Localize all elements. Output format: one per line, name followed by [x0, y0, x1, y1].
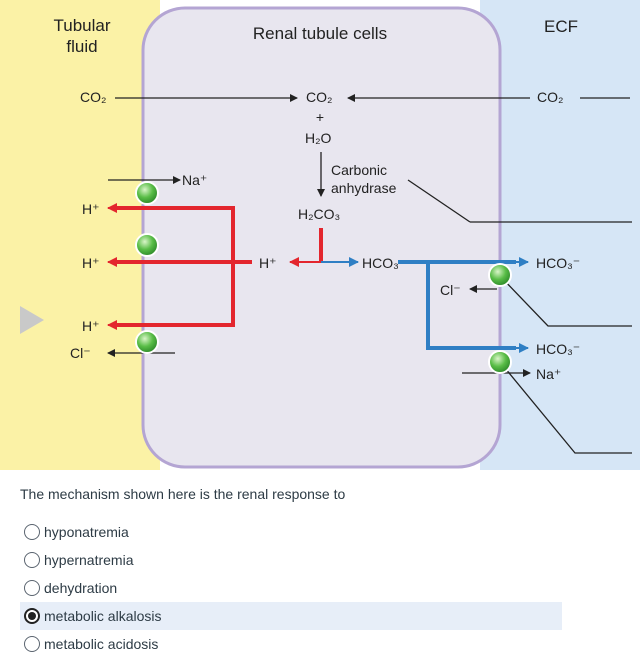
h2co3-label: H₂CO₃ [298, 206, 340, 222]
ecf-label: ECF [544, 17, 578, 36]
renal-cells-label: Renal tubule cells [253, 24, 387, 43]
hco3-ecf-label-2: HCO₃⁻ [536, 341, 580, 357]
option-metabolic-alkalosis[interactable]: metabolic alkalosis [20, 602, 562, 630]
enzyme-pointer-line [407, 179, 471, 223]
ecf-pointer-line-1 [499, 275, 632, 327]
transporter-na-h [135, 181, 159, 205]
triangle-pointer-icon [20, 306, 44, 334]
plus-sign: + [316, 109, 324, 125]
option-hypernatremia[interactable]: hypernatremia [20, 546, 562, 574]
hco3-ecf-label-1: HCO₃⁻ [536, 255, 580, 271]
co2-lumen-label: CO₂ [80, 89, 106, 105]
radio-button[interactable] [24, 524, 40, 540]
ecf-region [480, 0, 640, 470]
option-label: metabolic alkalosis [44, 608, 162, 624]
answer-options: hyponatremia hypernatremia dehydration m… [20, 518, 562, 658]
option-label: hyponatremia [44, 524, 129, 540]
option-hyponatremia[interactable]: hyponatremia [20, 518, 562, 546]
transporter-na-hco3 [488, 350, 512, 374]
h-plus-lumen-label-1: H⁺ [82, 201, 100, 217]
transporter-h-cl [135, 330, 159, 354]
tubular-fluid-region [0, 0, 160, 470]
transporter-cl-hco3 [488, 263, 512, 287]
h-plus-lumen-label-3: H⁺ [82, 318, 100, 334]
radio-button[interactable] [24, 636, 40, 652]
cl-minus-lumen-label: Cl⁻ [70, 345, 91, 361]
hco3-cell-label: HCO₃⁻ [362, 255, 406, 271]
ecf-pointer-line-2 [499, 361, 632, 454]
radio-button[interactable] [24, 608, 40, 624]
na-plus-ecf-label: Na⁺ [536, 366, 561, 382]
option-label: dehydration [44, 580, 118, 596]
h-plus-cell-label: H⁺ [259, 255, 277, 271]
hco3-network [398, 260, 516, 350]
h2o-label: H₂O [305, 130, 332, 146]
co2-ecf-label: CO₂ [537, 89, 563, 105]
option-label: metabolic acidosis [44, 636, 159, 652]
option-dehydration[interactable]: dehydration [20, 574, 562, 602]
radio-button[interactable] [24, 552, 40, 568]
na-plus-apical-label: Na⁺ [182, 172, 207, 188]
cl-minus-cell-label: Cl⁻ [440, 282, 461, 298]
h-plus-lumen-label-2: H⁺ [82, 255, 100, 271]
question-text: The mechanism shown here is the renal re… [20, 486, 346, 502]
transporter-h-pump [135, 233, 159, 257]
radio-button[interactable] [24, 580, 40, 596]
co2-cell-label: CO₂ [306, 89, 332, 105]
h-plus-secretion-network [112, 206, 252, 327]
option-label: hypernatremia [44, 552, 134, 568]
option-metabolic-acidosis[interactable]: metabolic acidosis [20, 630, 562, 658]
